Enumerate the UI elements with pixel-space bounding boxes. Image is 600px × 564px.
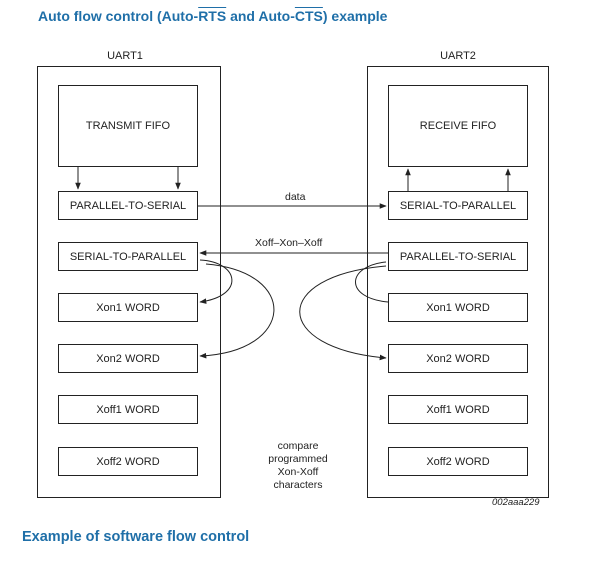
compare-note: compare programmed Xon-Xoff characters — [268, 440, 328, 491]
heading-middle: and Auto- — [226, 8, 295, 24]
uart2-title: UART2 — [440, 50, 476, 62]
data-label: data — [285, 191, 306, 203]
uart1-xoff2-word: Xoff2 WORD — [58, 447, 198, 476]
uart1-transmit-fifo: TRANSMIT FIFO — [58, 85, 198, 167]
figure-reference: 002aaa229 — [492, 497, 540, 508]
uart2-serial-to-parallel: SERIAL-TO-PARALLEL — [388, 191, 528, 220]
page-heading: Auto flow control (Auto-RTS and Auto-CTS… — [38, 8, 387, 24]
uart1-xon2-word: Xon2 WORD — [58, 344, 198, 373]
uart2-xoff2-word: Xoff2 WORD — [388, 447, 528, 476]
uart1-xon1-word: Xon1 WORD — [58, 293, 198, 322]
uart1-xoff1-word: Xoff1 WORD — [58, 395, 198, 424]
heading-rts: RTS — [198, 8, 227, 24]
xoff-xon-label: Xoff–Xon–Xoff — [255, 237, 323, 249]
figure-caption: Example of software flow control — [22, 529, 250, 545]
heading-suffix: ) example — [322, 8, 388, 24]
uart1-loop-xon1 — [199, 259, 233, 304]
uart2-xoff1-word: Xoff1 WORD — [388, 395, 528, 424]
uart2-parallel-to-serial: PARALLEL-TO-SERIAL — [388, 242, 528, 271]
heading-prefix: Auto flow control (Auto- — [38, 8, 199, 24]
uart2-xon2-word: Xon2 WORD — [388, 344, 528, 373]
uart1-loop-xon2 — [199, 263, 275, 359]
uart2-loop-xon1 — [355, 261, 389, 303]
heading-cts: CTS — [294, 8, 323, 24]
uart2-loop-xon2 — [299, 265, 387, 361]
uart1-parallel-to-serial: PARALLEL-TO-SERIAL — [58, 191, 198, 220]
uart1-title: UART1 — [107, 50, 143, 62]
uart2-receive-fifo: RECEIVE FIFO — [388, 85, 528, 167]
uart2-xon1-word: Xon1 WORD — [388, 293, 528, 322]
uart1-serial-to-parallel: SERIAL-TO-PARALLEL — [58, 242, 198, 271]
